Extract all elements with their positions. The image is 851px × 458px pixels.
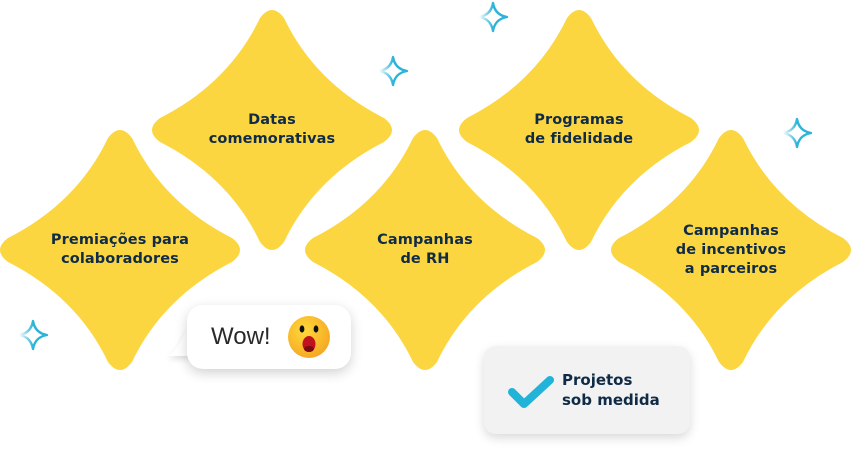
projetos-sob-medida-card: Projetos sob medida bbox=[484, 346, 690, 434]
bubble-text: Wow! bbox=[211, 323, 271, 350]
star-datas-comemorativas: Datas comemorativas bbox=[150, 8, 394, 252]
star-label: Campanhas de RH bbox=[377, 232, 473, 267]
star-label: Premiações para colaboradores bbox=[50, 232, 190, 267]
card-text: Projetos sob medida bbox=[562, 371, 660, 409]
astonished-face-icon bbox=[288, 316, 330, 358]
star-premiacoes: Premiações para colaboradores bbox=[0, 128, 242, 372]
star-programas-fidelidade: Programas de fidelidade bbox=[457, 8, 701, 252]
star-label: Programas de fidelidade bbox=[524, 112, 634, 147]
star-campanhas-rh: Campanhas de RH bbox=[303, 128, 547, 372]
checkmark-icon bbox=[508, 376, 554, 408]
star-campanhas-incentivos: Campanhas de incentivos a parceiros bbox=[609, 128, 851, 372]
star-label: Campanhas de incentivos a parceiros bbox=[675, 222, 787, 277]
sparkle-icon bbox=[16, 318, 50, 352]
sparkle-icon bbox=[780, 116, 814, 150]
star-label: Datas comemorativas bbox=[208, 112, 336, 147]
sparkle-icon bbox=[376, 54, 410, 88]
wow-speech-bubble: Wow! bbox=[187, 305, 351, 369]
sparkle-icon bbox=[476, 0, 510, 34]
